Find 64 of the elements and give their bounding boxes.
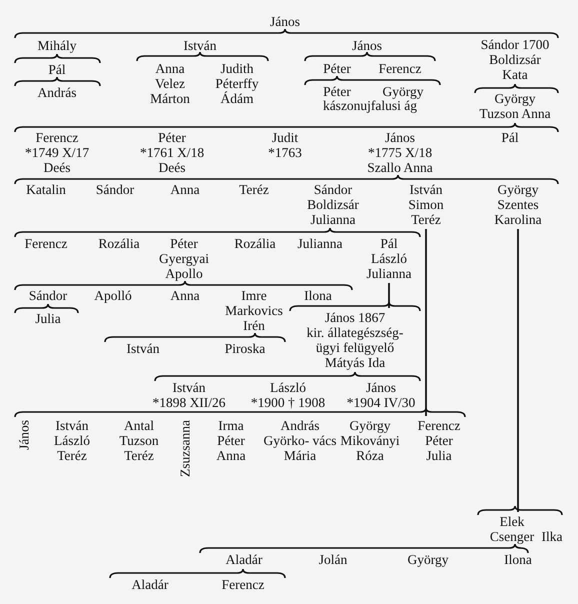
- person-name: Sándor: [96, 182, 134, 197]
- person-name: Ferencz: [24, 236, 68, 251]
- person-name: Imre Markovics Irén: [225, 288, 283, 333]
- person-name: Irma Péter Anna: [216, 418, 246, 463]
- person-name: György Mikoványi Róza: [340, 418, 400, 463]
- person-name: Julianna: [298, 236, 342, 251]
- person-name: György Tuzson Anna: [479, 91, 551, 121]
- person-name: Rozália: [98, 236, 140, 251]
- person-name: Ferencz *1749 X/17 Deés: [24, 130, 90, 175]
- person-name: Ferencz Péter Julia: [418, 418, 460, 463]
- person-name: György: [382, 84, 424, 99]
- person-name: János: [16, 420, 32, 450]
- person-name: István: [184, 38, 216, 53]
- person-name: István László Teréz: [54, 418, 90, 463]
- person-name: Judit *1763: [268, 130, 302, 160]
- person-name: Ilka: [542, 529, 562, 544]
- person-name: András Györko- vács Mária: [263, 418, 337, 463]
- person-name: Ferencz: [378, 61, 422, 76]
- person-name: Pál László Julianna: [366, 236, 412, 281]
- person-name: Teréz: [239, 182, 269, 197]
- person-name: Anna: [170, 288, 200, 303]
- person-name: Pál: [48, 62, 66, 77]
- descent-line: [388, 283, 390, 308]
- person-name: Ilona: [304, 288, 332, 303]
- person-name: János: [270, 14, 300, 29]
- person-name: Katalin: [26, 182, 66, 197]
- descent-line: [517, 229, 519, 512]
- person-name: Jolán: [318, 552, 348, 567]
- person-name: Péter Gyergyai Apollo: [159, 236, 209, 281]
- person-name: János 1867 kir. állategészség- ügyi felügyelő Mátyás Ida: [306, 310, 404, 370]
- person-name: Aladár: [226, 552, 262, 567]
- person-name: Sándor: [28, 288, 68, 303]
- person-name: Antal Tuzson Teréz: [119, 418, 159, 463]
- person-name: Piroska: [224, 341, 266, 356]
- person-name: István Simon Teréz: [408, 182, 444, 227]
- person-name: Julia: [35, 311, 61, 326]
- person-name: Péter: [323, 84, 351, 99]
- person-name: Zsuzsanna: [178, 420, 192, 477]
- person-name: István *1898 XII/26: [152, 380, 226, 410]
- person-name: Sándor Boldizsár Julianna: [307, 182, 359, 227]
- person-name: Ferencz: [222, 577, 264, 592]
- person-name: János *1775 X/18 Szallo Anna: [367, 130, 433, 175]
- person-name: István: [126, 341, 160, 356]
- person-name: Anna: [170, 182, 200, 197]
- person-name: Ilona: [504, 552, 532, 567]
- person-name: Anna Velez Márton: [150, 61, 190, 106]
- branch-note: kászonujfalusi ág: [322, 98, 418, 113]
- person-name: Aladár: [132, 577, 168, 592]
- person-name: György Szentes Karolina: [494, 182, 542, 227]
- person-name: Péter *1761 X/18 Deés: [140, 130, 204, 175]
- person-name: László *1900 † 1908: [250, 380, 326, 410]
- person-name: Apolló: [94, 288, 132, 303]
- person-name: Sándor 1700 Boldizsár Kata: [480, 37, 550, 82]
- person-name: Elek Csenger: [490, 514, 534, 544]
- person-name: Judith Péterffy Ádám: [215, 61, 259, 106]
- person-name: Mihály: [38, 38, 76, 53]
- person-name: Pál: [501, 130, 519, 145]
- person-name: Péter: [323, 61, 351, 76]
- person-name: János: [352, 38, 382, 53]
- person-name: András: [38, 85, 76, 100]
- descent-line: [425, 229, 427, 416]
- person-name: Rozália: [234, 236, 276, 251]
- person-name: György: [408, 552, 448, 567]
- person-name: János *1904 IV/30: [346, 380, 416, 410]
